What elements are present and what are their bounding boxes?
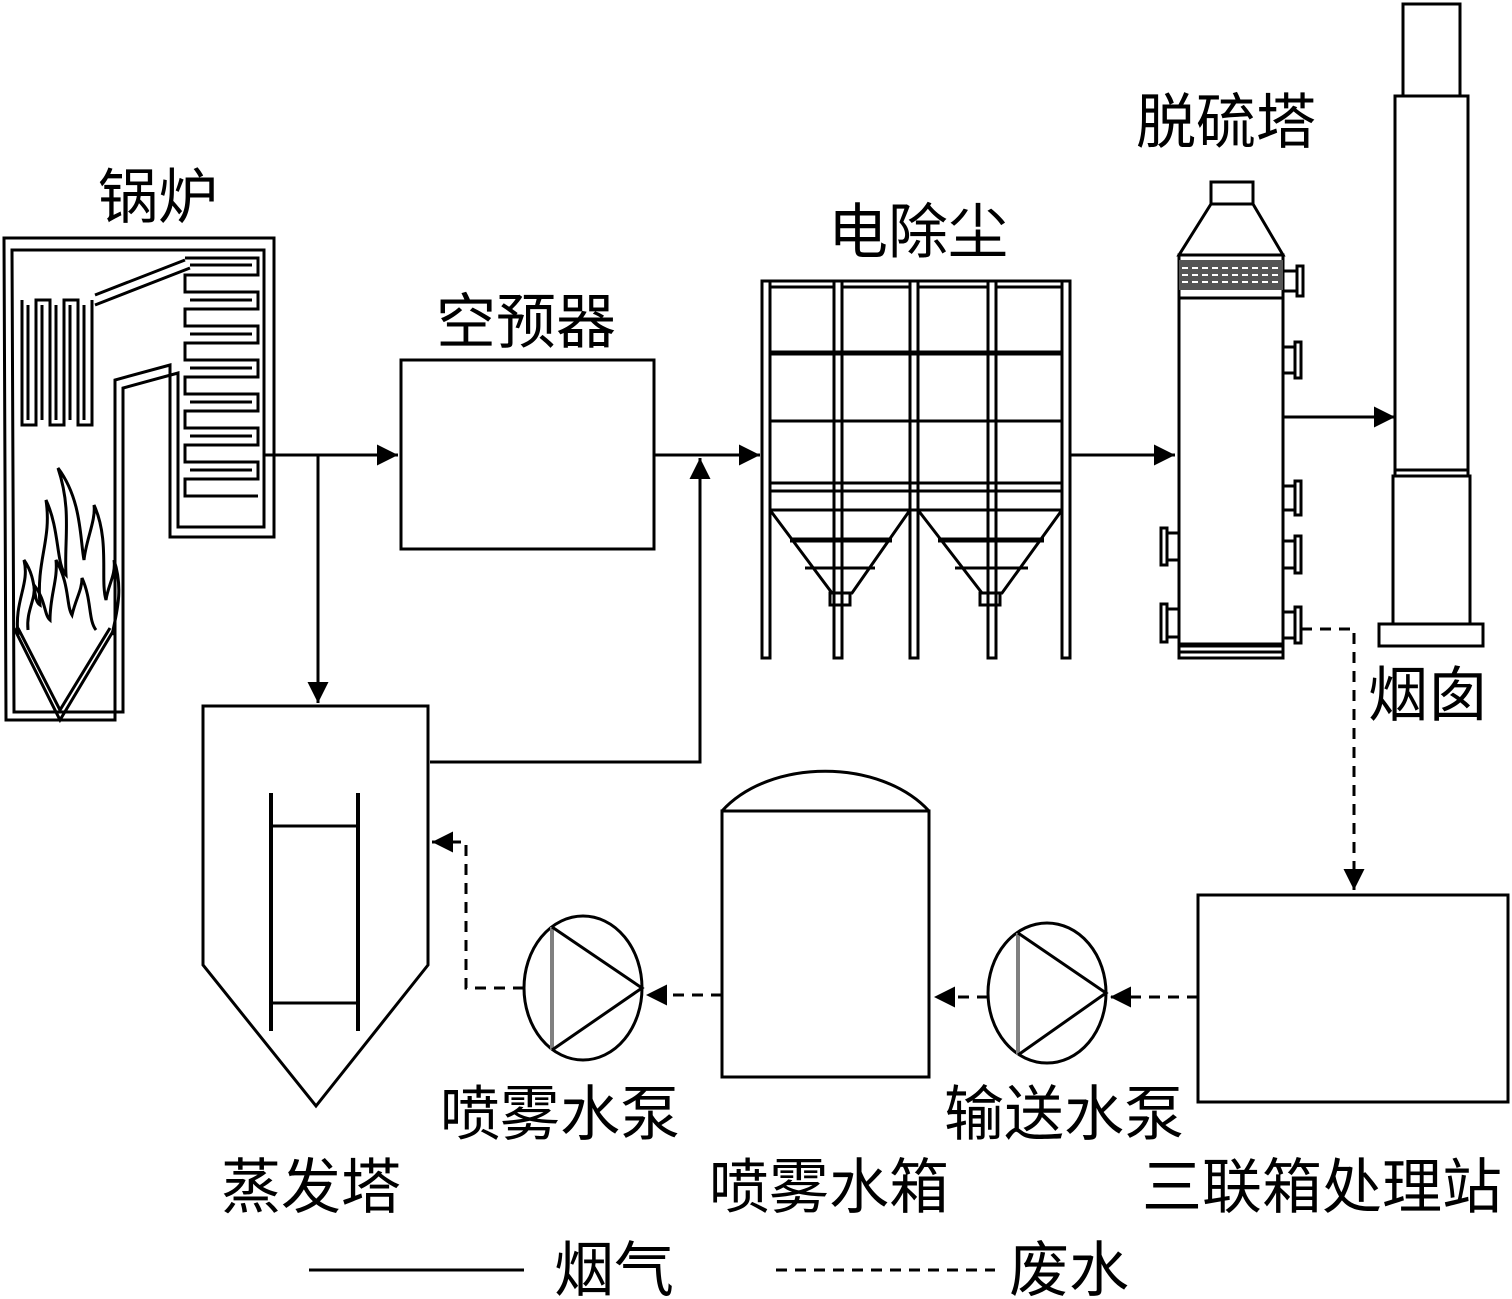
boiler-outer-wall	[2, 236, 276, 722]
desulfurization-tower-label: 脱硫塔	[1136, 88, 1316, 158]
legend-flue-gas-label: 烟气	[554, 1236, 674, 1299]
transfer-pump-icon	[986, 921, 1109, 1065]
transfer-pump-label: 输送水泵	[944, 1080, 1184, 1150]
flue-gas-return-evaporation-tower	[430, 458, 711, 764]
legend: 烟气 废水	[309, 1236, 1129, 1299]
esp-column	[1060, 279, 1072, 660]
economizer-coil	[183, 256, 260, 498]
esp-column	[760, 279, 772, 660]
triple-box-station-label: 三联箱处理站	[1142, 1153, 1502, 1223]
tower-body	[1177, 253, 1285, 660]
wastewater-line-tower-to-station	[1301, 627, 1365, 890]
boiler-inner-wall	[10, 248, 266, 714]
esp-label: 电除尘	[828, 198, 1008, 268]
spray-tank	[720, 769, 931, 1079]
spray-pump-icon	[522, 914, 645, 1062]
spray-tank-dome	[720, 769, 931, 813]
chimney-stack	[1393, 94, 1470, 478]
chimney-top	[1401, 2, 1462, 98]
spray-tank-body	[720, 809, 931, 1079]
evaporation-tower	[201, 704, 430, 1109]
electrostatic-precipitator	[760, 279, 1072, 660]
chimney-base	[1391, 474, 1472, 626]
wastewater-line-pump-to-evaporation-tower	[432, 831, 524, 990]
boiler-hopper	[12, 627, 117, 724]
spray-tank-label: 喷雾水箱	[709, 1153, 949, 1223]
boiler-flue-duct	[94, 258, 191, 307]
desulfurization-tower	[1159, 180, 1305, 660]
evaporation-tower-body	[201, 704, 430, 1109]
esp-column	[986, 279, 998, 660]
spray-pump-label: 喷雾水泵	[440, 1080, 680, 1150]
flame-icon	[15, 467, 121, 636]
air-preheater-box	[399, 358, 656, 551]
air-preheater-label: 空预器	[436, 288, 616, 358]
chimney	[1377, 2, 1485, 648]
triple-box-station-box	[1196, 893, 1510, 1104]
boiler	[2, 236, 276, 724]
evaporation-tower-label: 蒸发塔	[221, 1153, 401, 1223]
boiler-label: 锅炉	[98, 163, 218, 233]
esp-column	[832, 279, 844, 660]
legend-wastewater-label: 废水	[1009, 1236, 1129, 1299]
chimney-label: 烟囱	[1368, 661, 1488, 731]
chimney-foundation	[1377, 622, 1485, 648]
esp-column	[908, 279, 920, 660]
tower-cone	[1176, 202, 1286, 257]
superheater-coil	[20, 298, 94, 427]
tower-top-cap	[1209, 180, 1255, 206]
